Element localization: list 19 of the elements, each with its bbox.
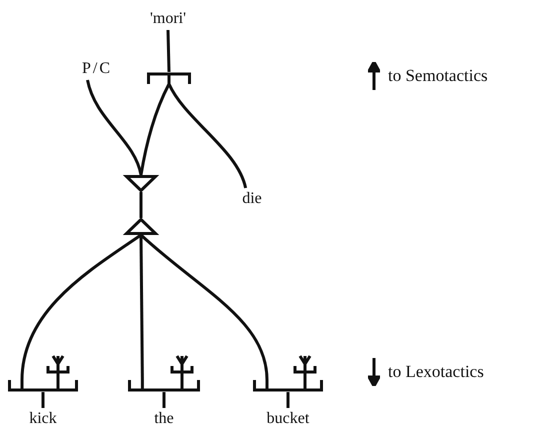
stratum-label: to Lexotactics (388, 362, 484, 382)
node-label: the (154, 409, 174, 429)
connector-line (20, 234, 142, 380)
node-label: P/C (82, 59, 112, 79)
connector-line (166, 30, 170, 72)
connector-line (140, 234, 144, 380)
connector-line (168, 83, 248, 188)
connector-line (286, 392, 290, 408)
node-label: 'mori' (150, 9, 186, 29)
connector-line (162, 392, 166, 408)
connector-line (140, 83, 170, 176)
node-label: die (242, 189, 262, 209)
node-label: bucket (266, 409, 310, 429)
connector-line (42, 392, 44, 408)
stratum-label: to Semotactics (388, 66, 488, 86)
connector-line (140, 234, 268, 380)
node-label: kick (29, 409, 57, 429)
connector-line (140, 192, 142, 218)
connector-line (86, 80, 142, 176)
